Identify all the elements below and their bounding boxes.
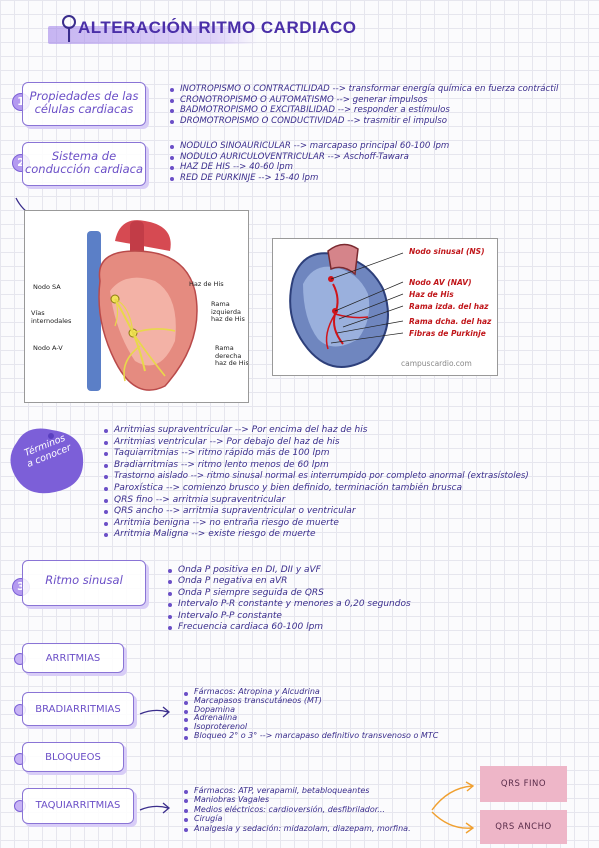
figure-label: Vías internodales bbox=[31, 309, 72, 325]
sistema-list: NODULO SINOAURICULAR --> marcapaso princ… bbox=[170, 141, 449, 183]
list-item: Bloqueo 2° o 3° --> marcapaso definitivo… bbox=[184, 731, 438, 741]
list-item: Adrenalina bbox=[184, 714, 438, 723]
section-label: Sistema de bbox=[51, 149, 117, 163]
page-title: ALTERACIÓN RITMO CARDIACO bbox=[78, 18, 357, 37]
taquiarritmias-list: Fármacos: ATP, verapamil, betabloqueante… bbox=[184, 786, 411, 833]
section-box-arritmias: ARRITMIAS bbox=[22, 643, 124, 673]
terminos-list: Arritmias supraventricular --> Por encim… bbox=[104, 425, 529, 541]
arrow-right-icon bbox=[139, 706, 171, 718]
list-item: RED DE PURKINJE --> 15-40 lpm bbox=[170, 173, 449, 184]
figure-label: Haz de His bbox=[189, 280, 224, 288]
list-item: Paroxística --> comienzo brusco y bien d… bbox=[104, 483, 529, 495]
heart-diagram-icon bbox=[289, 243, 404, 368]
list-item: Onda P positiva en DI, DII y aVF bbox=[168, 565, 411, 576]
list-item: Fármacos: ATP, verapamil, betabloqueante… bbox=[184, 786, 411, 795]
list-item: Intervalo P-R constante y menores a 0,20… bbox=[168, 599, 411, 610]
list-item: NODULO SINOAURICULAR --> marcapaso princ… bbox=[170, 141, 449, 152]
section-label: conducción cardiaca bbox=[24, 162, 144, 176]
heart-illustration-icon bbox=[87, 220, 198, 391]
list-item: Isoproterenol bbox=[184, 722, 438, 732]
qrs-fino-box: QRS FINO bbox=[480, 766, 567, 802]
qrs-arrows-icon bbox=[431, 781, 475, 834]
title-highlight bbox=[48, 26, 258, 44]
list-item: Taquiarritmias --> ritmo rápido más de 1… bbox=[104, 448, 529, 460]
list-item: Arritmia benigna --> no entraña riesgo d… bbox=[104, 518, 529, 530]
section-label: BRADIARRITMIAS bbox=[35, 704, 121, 715]
section-label: BLOQUEOS bbox=[45, 752, 101, 763]
list-item: Trastorno aislado --> ritmo sinusal norm… bbox=[104, 471, 529, 483]
list-item: Arritmias ventricular --> Por debajo del… bbox=[104, 437, 529, 449]
list-item: Onda P siempre seguida de QRS bbox=[168, 588, 411, 599]
bradiarritmias-list: Fármacos: Atropina y Alcudrina Marcapaso… bbox=[184, 687, 438, 741]
figure-label: Nodo AV (NAV) bbox=[409, 278, 472, 287]
list-item: QRS fino --> arritmia supraventricular bbox=[104, 495, 529, 507]
arrow-right-icon bbox=[139, 802, 171, 814]
list-item: Arritmia Maligna --> existe riesgo de mu… bbox=[104, 529, 529, 541]
list-item: BADMOTROPISMO O EXCITABILIDAD --> respon… bbox=[170, 105, 558, 116]
figure-label: Haz de His bbox=[409, 290, 454, 299]
section-box-propiedades: Propiedades de las células cardiacas bbox=[22, 82, 146, 126]
list-item: Dopamina bbox=[184, 705, 438, 715]
list-item: Marcapasos transcutáneos (MT) bbox=[184, 696, 438, 706]
list-item: HAZ DE HIS --> 40-60 lpm bbox=[170, 162, 449, 173]
section-box-bradiarritmias: BRADIARRITMIAS bbox=[22, 692, 134, 726]
figure-label: Fibras de Purkinje bbox=[409, 329, 486, 338]
list-item: Cirugía bbox=[184, 814, 411, 823]
section-box-sistema: Sistema de conducción cardiaca bbox=[22, 142, 146, 186]
figure-label: Nodo SA bbox=[33, 283, 61, 291]
list-item: QRS ancho --> arritmia supraventricular … bbox=[104, 506, 529, 518]
figure-label: Rama dcha. del haz bbox=[409, 317, 492, 326]
section-label: Propiedades de las bbox=[29, 89, 139, 103]
list-item: Intervalo P-P constante bbox=[168, 611, 411, 622]
figure-label: Nodo A-V bbox=[33, 344, 63, 352]
section-label: Ritmo sinusal bbox=[45, 573, 123, 587]
propiedades-list: INOTROPISMO O CONTRACTILIDAD --> transfo… bbox=[170, 84, 558, 126]
list-item: CRONOTROPISMO O AUTOMATISMO --> generar … bbox=[170, 95, 558, 106]
figure-label: Rama izda. del haz bbox=[409, 302, 489, 311]
list-item: Frecuencia cardiaca 60-100 lpm bbox=[168, 622, 411, 633]
section-label: células cardiacas bbox=[34, 102, 134, 116]
list-item: Maniobras Vagales bbox=[184, 795, 411, 804]
heart-nodes-figure: Nodo sinusal (NS) Nodo AV (NAV) Haz de H… bbox=[272, 238, 498, 376]
list-item: Fármacos: Atropina y Alcudrina bbox=[184, 687, 438, 697]
pin-icon bbox=[62, 15, 76, 42]
list-item: NODULO AURICULOVENTRICULAR --> Aschoff-T… bbox=[170, 152, 449, 163]
figure-label: Rama izquierda haz de His bbox=[211, 300, 245, 323]
list-item: Analgesia y sedación: midazolam, diazepa… bbox=[184, 824, 411, 833]
list-item: Medios eléctricos: cardioversión, desfib… bbox=[184, 805, 411, 814]
section-box-bloqueos: BLOQUEOS bbox=[22, 742, 124, 772]
section-label: TAQUIARRITMIAS bbox=[35, 800, 121, 811]
figure-credit: campuscardio.com bbox=[401, 359, 472, 368]
terminos-blob-icon bbox=[10, 428, 84, 494]
list-item: Arritmias supraventricular --> Por encim… bbox=[104, 425, 529, 437]
ritmo-list: Onda P positiva en DI, DII y aVF Onda P … bbox=[168, 565, 411, 633]
list-item: Bradiarritmias --> ritmo lento menos de … bbox=[104, 460, 529, 472]
figure-label: Nodo sinusal (NS) bbox=[409, 247, 485, 256]
list-item: Onda P negativa en aVR bbox=[168, 576, 411, 587]
section-label: ARRITMIAS bbox=[45, 653, 101, 664]
section-box-taquiarritmias: TAQUIARRITMIAS bbox=[22, 788, 134, 824]
heart-conduction-figure: Nodo SA Vías internodales Nodo A-V Haz d… bbox=[24, 210, 249, 403]
list-item: INOTROPISMO O CONTRACTILIDAD --> transfo… bbox=[170, 84, 558, 95]
list-item: DROMOTROPISMO O CONDUCTIVIDAD --> trasmi… bbox=[170, 116, 558, 127]
figure-label: Rama derecha haz de His bbox=[215, 344, 249, 367]
section-box-ritmo: Ritmo sinusal bbox=[22, 560, 146, 606]
qrs-ancho-box: QRS ANCHO bbox=[480, 810, 567, 844]
